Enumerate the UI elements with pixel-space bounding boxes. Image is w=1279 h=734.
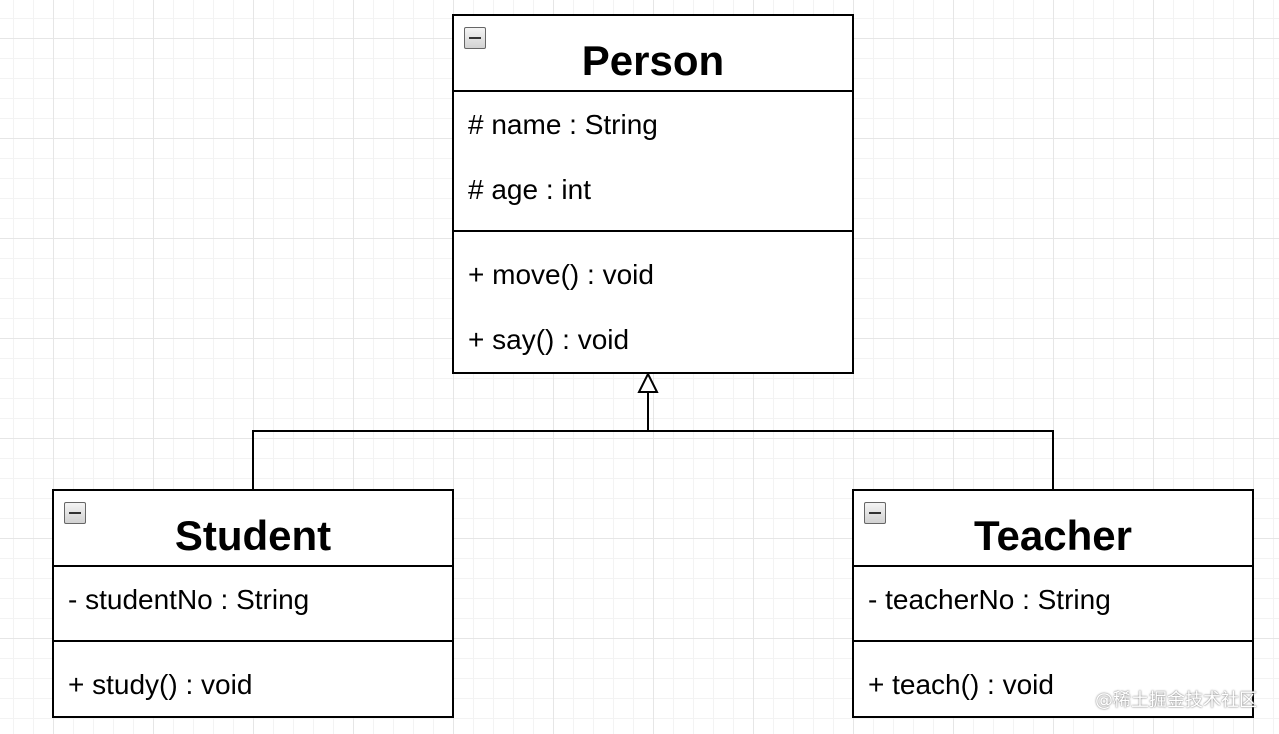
collapse-icon[interactable] [864, 502, 886, 524]
student-class-name: Student [174, 511, 332, 559]
person-class-name: Person [581, 36, 725, 84]
person-attributes: # name : String # age : int [454, 92, 852, 232]
person-class[interactable]: Person # name : String # age : int + mov… [452, 14, 854, 374]
student-class[interactable]: Student - studentNo : String + study() :… [52, 489, 454, 718]
watermark-text: @稀土掘金技术社区 [1095, 690, 1257, 711]
teacher-methods: + teach() : void [854, 642, 1252, 700]
teacher-attribute-teacherno[interactable]: - teacherNo : String [868, 584, 1111, 615]
teacher-class-header: Teacher [854, 491, 1252, 567]
teacher-attributes: - teacherNo : String [854, 567, 1252, 642]
teacher-class[interactable]: Teacher - teacherNo : String + teach() :… [852, 489, 1254, 718]
student-class-header: Student [54, 491, 452, 567]
teacher-method-teach[interactable]: + teach() : void [868, 669, 1054, 700]
teacher-inheritance-line [648, 430, 1054, 489]
student-inheritance-line [252, 393, 649, 489]
student-method-study[interactable]: + study() : void [68, 669, 253, 700]
collapse-icon[interactable] [64, 502, 86, 524]
student-attributes: - studentNo : String [54, 567, 452, 642]
student-methods: + study() : void [54, 642, 452, 700]
person-method-move[interactable]: + move() : void [468, 259, 654, 290]
teacher-class-name: Teacher [974, 511, 1132, 559]
person-attribute-name[interactable]: # name : String [468, 109, 658, 140]
person-class-header: Person [454, 16, 852, 92]
person-methods: + move() : void + say() : void [454, 232, 852, 355]
person-method-say[interactable]: + say() : void [468, 324, 630, 355]
person-attribute-age[interactable]: # age : int [468, 174, 591, 205]
generalization-arrowhead-icon [637, 371, 659, 393]
collapse-icon[interactable] [464, 27, 486, 49]
student-attribute-studentno[interactable]: - studentNo : String [68, 584, 310, 615]
